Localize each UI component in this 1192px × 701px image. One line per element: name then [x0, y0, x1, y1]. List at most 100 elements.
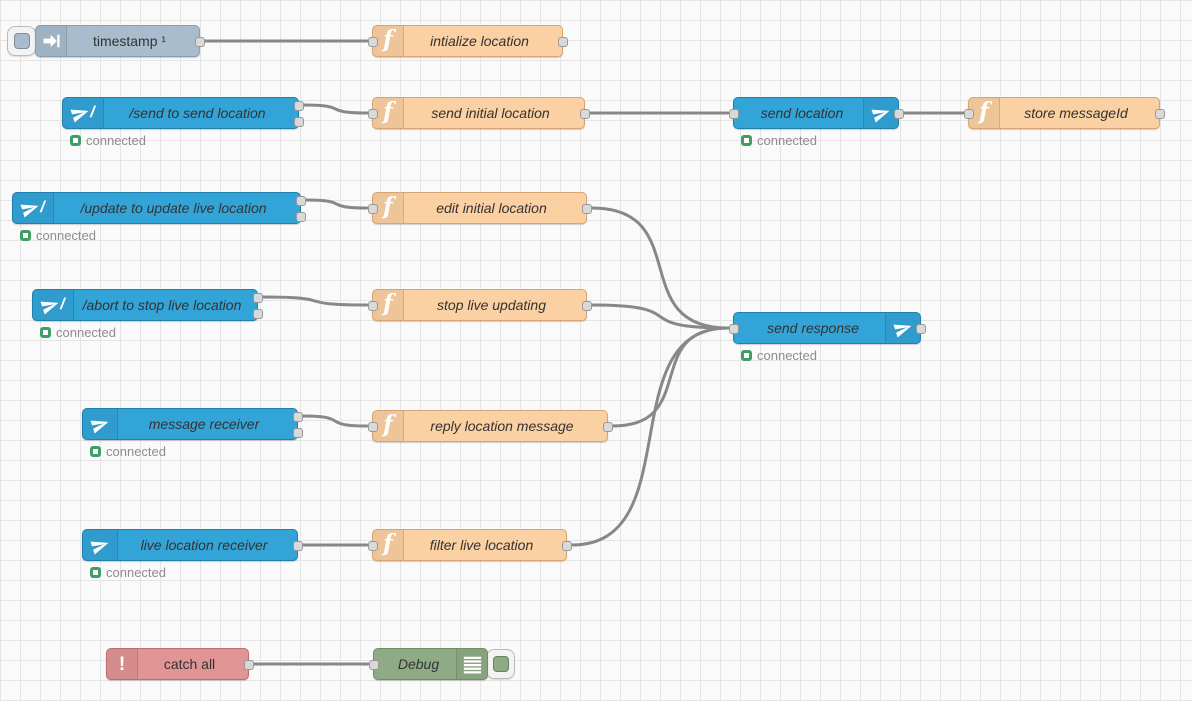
node-icon-area: f — [373, 26, 404, 56]
input-port[interactable] — [729, 324, 739, 334]
flow-node-live-location-receiver[interactable]: live location receiver — [82, 529, 303, 561]
node-label: send response — [767, 320, 859, 336]
status-text: connected — [106, 444, 166, 459]
paper-plane-slash-icon: / — [20, 199, 45, 218]
output-port[interactable] — [603, 422, 613, 432]
wire-filter-live-location-to-send-response[interactable] — [570, 326, 730, 547]
flow-node-update-command[interactable]: / /update to update live location — [12, 192, 306, 224]
input-port[interactable] — [369, 660, 379, 670]
node-status: connected — [40, 325, 116, 340]
debug-toggle-button[interactable] — [486, 649, 515, 679]
node-status: connected — [741, 133, 817, 148]
node-label: filter live location — [429, 537, 534, 553]
input-port[interactable] — [368, 301, 378, 311]
status-ring-icon — [90, 446, 101, 457]
status-text: connected — [106, 565, 166, 580]
output-port[interactable] — [294, 117, 304, 127]
function-f-icon: f — [383, 97, 393, 125]
flow-node-send-response[interactable]: send response — [729, 312, 926, 344]
output-port[interactable] — [582, 204, 592, 214]
status-text: connected — [56, 325, 116, 340]
input-port[interactable] — [368, 109, 378, 119]
node-status: connected — [20, 228, 96, 243]
node-status: connected — [70, 133, 146, 148]
node-label: message receiver — [148, 416, 260, 432]
input-port[interactable] — [368, 541, 378, 551]
output-port[interactable] — [293, 412, 303, 422]
paper-plane-icon — [90, 536, 110, 555]
wire-stop-live-updating-to-send-response[interactable] — [590, 303, 730, 330]
paper-plane-icon — [90, 415, 110, 434]
output-port[interactable] — [296, 196, 306, 206]
node-label: live location receiver — [140, 537, 268, 553]
output-port[interactable] — [894, 109, 904, 119]
flow-node-filter-live-location[interactable]: f filter live location — [368, 529, 572, 561]
output-port[interactable] — [1155, 109, 1165, 119]
status-text: connected — [757, 133, 817, 148]
node-label: Debug — [397, 656, 440, 672]
output-port[interactable] — [253, 309, 263, 319]
node-icon-area — [36, 26, 67, 56]
wire-abort-command-to-stop-live-updating[interactable] — [261, 295, 369, 307]
output-port[interactable] — [916, 324, 926, 334]
status-text: connected — [36, 228, 96, 243]
node-icon-area: f — [969, 98, 1000, 128]
status-ring-icon — [741, 135, 752, 146]
inject-button[interactable] — [7, 26, 36, 56]
status-text: connected — [757, 348, 817, 363]
output-port[interactable] — [244, 660, 254, 670]
node-label: stop live updating — [437, 297, 546, 313]
flow-node-message-receiver[interactable]: message receiver — [82, 408, 303, 440]
status-text: connected — [86, 133, 146, 148]
slash-glyph: / — [60, 296, 65, 313]
output-port[interactable] — [580, 109, 590, 119]
function-f-icon: f — [383, 529, 393, 557]
status-ring-icon — [20, 230, 31, 241]
output-port[interactable] — [253, 293, 263, 303]
output-port[interactable] — [293, 428, 303, 438]
inject-button-square — [13, 33, 30, 49]
node-icon-area: / — [13, 193, 54, 223]
input-port[interactable] — [964, 109, 974, 119]
flow-node-store-messageid[interactable]: f store messageId — [964, 97, 1165, 129]
output-port[interactable] — [195, 37, 205, 47]
node-label: send location — [760, 105, 844, 121]
node-label: store messageId — [1024, 105, 1128, 121]
input-port[interactable] — [729, 109, 739, 119]
wire-message-receiver-to-reply-location-message[interactable] — [301, 414, 369, 428]
input-port[interactable] — [368, 204, 378, 214]
node-label: intialize location — [430, 33, 529, 49]
wire-send-command-to-send-initial-location[interactable] — [302, 103, 369, 115]
output-port[interactable] — [296, 212, 306, 222]
node-label: /abort to stop live location — [82, 297, 242, 313]
input-port[interactable] — [368, 37, 378, 47]
wire-update-command-to-edit-initial-location[interactable] — [304, 198, 369, 210]
output-port[interactable] — [294, 101, 304, 111]
flow-node-debug[interactable]: Debug — [369, 648, 488, 680]
output-port[interactable] — [558, 37, 568, 47]
node-label: /update to update live location — [80, 200, 267, 216]
flow-node-catch-all[interactable]: !catch all — [106, 648, 254, 680]
output-port[interactable] — [582, 301, 592, 311]
function-f-icon: f — [383, 25, 393, 53]
flow-node-send-location[interactable]: send location — [729, 97, 904, 129]
function-f-icon: f — [979, 97, 989, 125]
flow-node-initialize-location[interactable]: f intialize location — [368, 25, 568, 57]
flow-node-abort-command[interactable]: / /abort to stop live location — [32, 289, 263, 321]
flow-node-timestamp[interactable]: timestamp ¹ — [35, 25, 205, 57]
output-port[interactable] — [293, 541, 303, 551]
node-label: timestamp ¹ — [92, 33, 167, 49]
node-label: edit initial location — [436, 200, 547, 216]
flow-node-send-command[interactable]: //send to send location — [62, 97, 304, 129]
input-port[interactable] — [368, 422, 378, 432]
output-port[interactable] — [562, 541, 572, 551]
wire-edit-initial-location-to-send-response[interactable] — [590, 206, 730, 330]
node-label: reply location message — [430, 418, 574, 434]
node-icon-area: / — [33, 290, 74, 320]
